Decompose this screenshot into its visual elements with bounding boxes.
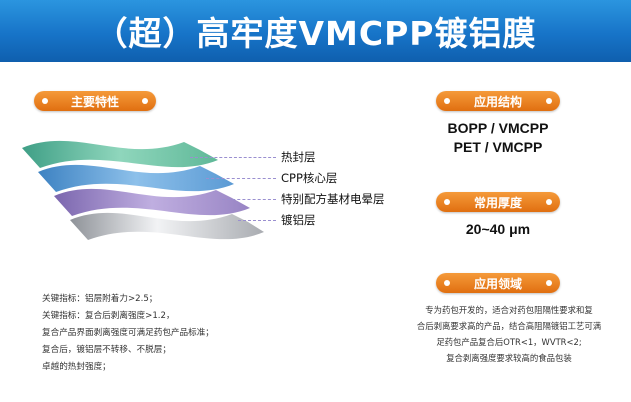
bullet-dot-icon (444, 199, 450, 205)
layer-label-corona: 特别配方基材电晕层 (281, 192, 385, 206)
title-banner: （超）高牢度VMCPP镀铝膜 (0, 0, 631, 62)
application-section-label: 应用领域 (473, 276, 522, 291)
aluminum-layer-shape (70, 212, 264, 240)
structure-section-label: 应用结构 (473, 94, 522, 109)
cpp-core-layer-shape (38, 164, 234, 192)
thickness-value: 20~40 μm (465, 221, 531, 237)
leader-line (190, 157, 276, 158)
features-notes: 关键指标：铝层附着力>2.5； 关键指标：复合后剥离强度>1.2， 复合产品界面… (42, 291, 282, 376)
thickness-section-pill: 常用厚度 (436, 192, 560, 212)
application-note: 专为药包开发的，适合对药包阻隔性要求和复 (425, 305, 593, 315)
layer-label-cpp-core: CPP核心层 (281, 171, 338, 185)
bullet-dot-icon (444, 280, 450, 286)
features-note: 关键指标：铝层附着力>2.5； (42, 294, 158, 304)
structure-line-pet: PET / VMCPP (453, 139, 543, 155)
structure-line-bopp: BOPP / VMCPP (447, 120, 549, 136)
features-note: 关键指标：复合后剥离强度>1.2， (42, 311, 175, 321)
layer-label-heat-seal: 热封层 (281, 150, 316, 164)
features-section-label: 主要特性 (70, 94, 119, 109)
structure-section-pill: 应用结构 (436, 91, 560, 111)
bullet-dot-icon (546, 199, 552, 205)
page-title: （超）高牢度VMCPP镀铝膜 (94, 14, 537, 53)
features-section-pill: 主要特性 (34, 91, 156, 111)
bullet-dot-icon (142, 98, 148, 104)
leader-line (238, 220, 276, 221)
film-layers-illustration (22, 140, 264, 240)
layer-label-aluminum: 镀铝层 (281, 213, 316, 227)
features-note: 复合后，镀铝层不转移、不脱层； (42, 345, 171, 355)
bullet-dot-icon (546, 98, 552, 104)
leader-line (206, 178, 276, 179)
bullet-dot-icon (444, 98, 450, 104)
application-note: 合后剥离要求高的产品，结合高阻隔镀铝工艺可满 (416, 321, 602, 331)
application-note: 复合剥离强度要求较高的食品包装 (446, 353, 572, 363)
features-note: 卓越的热封强度； (42, 362, 111, 372)
bullet-dot-icon (546, 280, 552, 286)
thickness-section-label: 常用厚度 (473, 195, 522, 210)
heat-seal-layer-shape (22, 140, 218, 168)
application-note: 足药包产品复合后OTR<1，WVTR<2; (436, 337, 582, 347)
features-note: 复合产品界面剥离强度可满足药包产品标准； (42, 328, 214, 338)
bullet-dot-icon (42, 98, 48, 104)
application-notes: 专为药包开发的，适合对药包阻隔性要求和复 合后剥离要求高的产品，结合高阻隔镀铝工… (400, 302, 618, 366)
application-section-pill: 应用领域 (436, 273, 560, 293)
leader-line (222, 199, 276, 200)
corona-layer-shape (54, 188, 250, 216)
